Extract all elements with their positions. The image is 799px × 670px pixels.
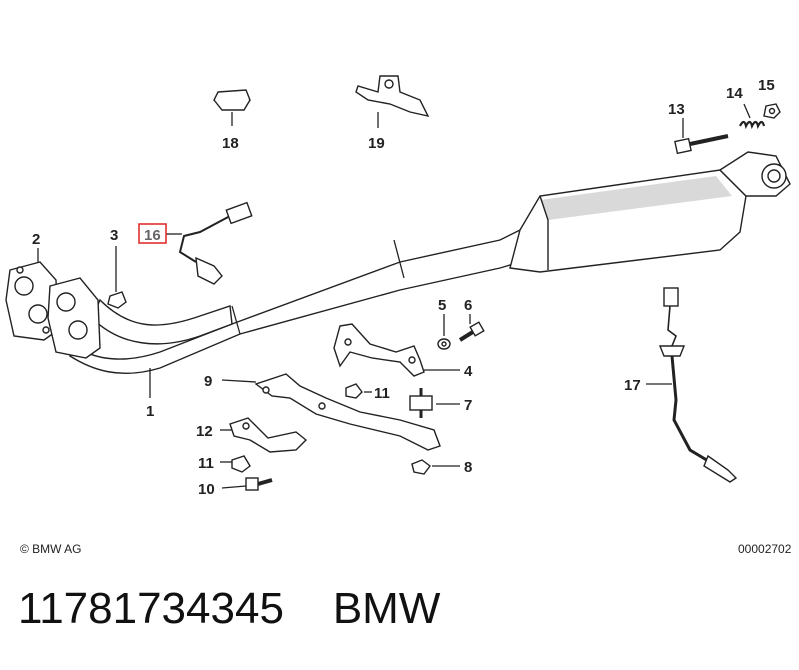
brand-name: BMW	[332, 584, 441, 633]
part-number: 11781734345	[18, 584, 284, 633]
callout-4: 4	[464, 363, 473, 380]
callout-12: 12	[196, 423, 213, 440]
callout-15: 15	[758, 77, 775, 94]
part-3-nut	[107, 246, 127, 309]
highlight-box	[138, 223, 167, 244]
part-4-bracket	[333, 323, 460, 377]
part-16-oxygen-sensor	[166, 201, 253, 285]
part-18-clip	[213, 89, 251, 126]
copyright-caption: © BMW AG	[20, 542, 82, 556]
part-10-bolt	[221, 477, 273, 491]
part-19-bracket	[355, 75, 430, 128]
part-15-nut	[763, 103, 781, 119]
callout-7: 7	[464, 397, 472, 414]
callout-1: 1	[146, 403, 154, 420]
callout-18: 18	[222, 135, 239, 152]
callout-6: 6	[464, 297, 472, 314]
callout-9: 9	[204, 373, 212, 390]
part-11-nut-upper	[345, 383, 372, 399]
callout-16-highlighted: 16	[144, 227, 161, 244]
callout-3: 3	[110, 227, 118, 244]
part-17-temperature-sensor	[646, 287, 738, 483]
callout-labels: 1 2 3 4 5 6 7 8 9 10 11 11 12 13 14 15 1…	[32, 77, 775, 498]
callout-11-upper: 11	[374, 385, 390, 402]
part-9-support-bracket	[221, 373, 441, 451]
diagram-id: 00002702	[738, 542, 792, 556]
callout-19: 19	[368, 135, 385, 152]
callout-5: 5	[438, 297, 446, 314]
callout-10: 10	[198, 481, 215, 498]
part-6-bolt	[458, 314, 485, 342]
callout-11-lower: 11	[198, 455, 214, 472]
part-1-front-pipe	[68, 228, 521, 398]
part-2-flange-gasket	[5, 248, 101, 359]
part-8-nut	[411, 459, 460, 475]
catalytic-converter	[509, 151, 791, 273]
callout-14: 14	[726, 85, 743, 102]
part-5-washer	[437, 314, 451, 350]
callout-2: 2	[32, 231, 40, 248]
callout-17: 17	[624, 377, 641, 394]
callout-8: 8	[464, 459, 472, 476]
part-14-spring	[739, 103, 766, 130]
part-13-bolt	[674, 118, 729, 155]
part-11-nut-lower	[220, 455, 251, 473]
part-number-line: 11781734345 BMW	[18, 584, 440, 634]
part-12-bracket	[220, 417, 308, 453]
part-7-rubber-mount	[409, 388, 460, 418]
callout-13: 13	[668, 101, 685, 118]
